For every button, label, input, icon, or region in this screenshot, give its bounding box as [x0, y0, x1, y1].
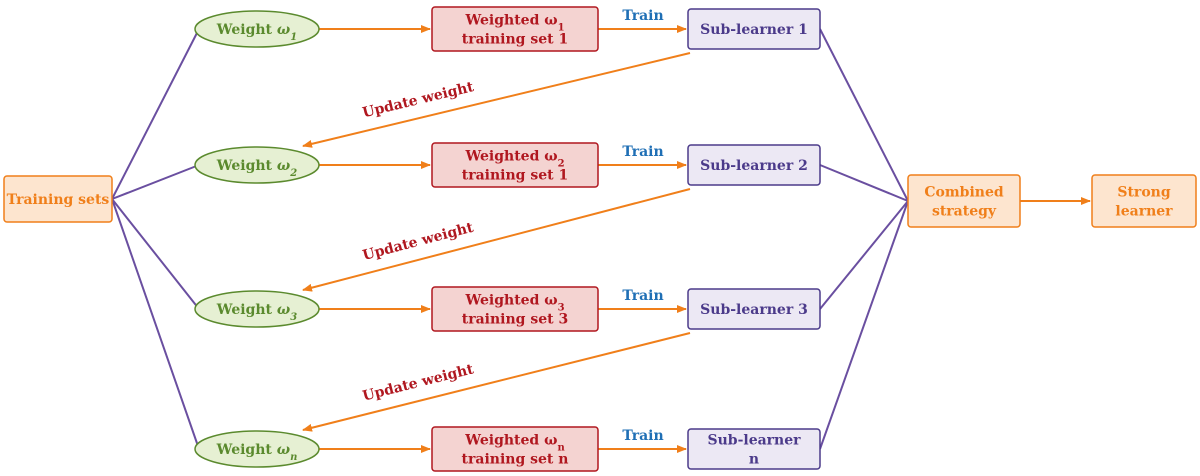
update-weight-label-3: Update weight: [361, 361, 476, 404]
weight-node-4: [194, 430, 320, 468]
arrow-update-weight-2: [302, 188, 691, 292]
sub-learner-4-text-line-2: n: [749, 452, 759, 468]
sub-learner-1-text-line-1: Sub-learner 1: [700, 22, 808, 38]
strong-learner-text-line-1: Strong: [1117, 185, 1170, 201]
link-training-to-weight-4: [111, 198, 200, 450]
weight-node-2-text-line-1: Weight ω2: [216, 158, 297, 179]
weighted-set-2-text-line-2: training set 1: [462, 168, 568, 184]
combined-strategy-box: [907, 174, 1021, 228]
weighted-set-4-text-line-2: training set n: [462, 452, 569, 468]
combined-strategy-text-line-1: Combined: [924, 185, 1003, 201]
update-weight-label-1: Update weight: [361, 79, 476, 121]
arrow-update-weight-1: [302, 52, 691, 148]
sub-learner-box-4: [687, 428, 821, 470]
strong-learner-text-line-2: learner: [1115, 204, 1173, 220]
weighted-set-1-text-line-2: training set 1: [462, 32, 568, 48]
arrow-update-weight-3: [302, 332, 691, 432]
sub-learner-box-3: [687, 288, 821, 330]
weighted-set-3-text-line-1: Weighted ω3: [464, 293, 564, 314]
weighted-set-box-3: [431, 286, 599, 332]
weight-node-4-text-line-1: Weight ωn: [216, 442, 298, 463]
weighted-set-box-2: [431, 142, 599, 188]
weighted-set-4-text-line-1: Weighted ωn: [464, 433, 565, 454]
train-label-3: Train: [622, 288, 663, 304]
link-learner-4-to-combined: [819, 200, 909, 450]
link-learner-3-to-combined: [819, 200, 909, 310]
weighted-set-1-text-line-1: Weighted ω1: [464, 13, 564, 34]
weighted-set-3-text-line-2: training set 3: [462, 312, 568, 328]
weight-node-1: [194, 10, 320, 48]
sub-learner-3-text-line-1: Sub-learner 3: [700, 302, 808, 318]
train-label-1: Train: [622, 8, 663, 24]
link-learner-2-to-combined: [819, 164, 909, 202]
link-training-to-weight-3: [111, 198, 200, 310]
weighted-set-2-text-line-1: Weighted ω2: [464, 149, 564, 170]
sub-learner-box-1: [687, 8, 821, 50]
training-sets-text-line-1: Training sets: [7, 192, 110, 208]
weight-node-1-text-line-1: Weight ω1: [216, 22, 297, 43]
training-sets-box: [3, 175, 113, 223]
strong-learner-box: [1091, 174, 1197, 228]
link-training-to-weight-2: [111, 164, 200, 200]
weight-node-2: [194, 146, 320, 184]
sub-learner-box-2: [687, 144, 821, 186]
sub-learner-2-text-line-1: Sub-learner 2: [700, 158, 808, 174]
weight-node-3: [194, 290, 320, 328]
weighted-set-box-4: [431, 426, 599, 472]
weight-node-3-text-line-1: Weight ω3: [216, 302, 297, 323]
update-weight-label-2: Update weight: [361, 220, 476, 264]
train-label-4: Train: [622, 428, 663, 444]
sub-learner-4-text-line-1: Sub-learner: [707, 433, 801, 449]
link-learner-1-to-combined: [819, 28, 909, 202]
combined-strategy-text-line-2: strategy: [932, 204, 997, 220]
train-label-2: Train: [622, 144, 663, 160]
weighted-set-box-1: [431, 6, 599, 52]
link-training-to-weight-1: [111, 28, 200, 200]
connector-lines: [111, 25, 1091, 453]
